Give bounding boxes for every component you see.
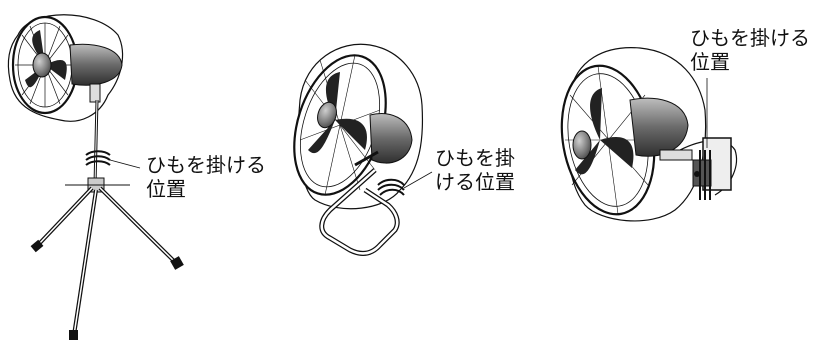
wall-fan-tie-label: ひもを掛ける 位置 [690, 26, 810, 74]
wall-fan [560, 47, 737, 222]
stand-fan-motor [69, 43, 123, 86]
stand-fan-hub [32, 52, 52, 78]
floor-fan [293, 43, 433, 256]
stand-fan-tie-label-line1: ひもを掛ける [146, 153, 266, 177]
stand-fan-tripod-legs [36, 186, 177, 336]
wall-fan-tie-point [699, 150, 711, 200]
wall-fan-tie-label-line1: ひもを掛ける [690, 26, 810, 50]
floor-fan-tie-point [377, 178, 405, 196]
stand-fan-tie-label-line2: 位置 [146, 177, 186, 201]
stand-fan [7, 14, 184, 340]
wall-fan-hub [572, 130, 592, 160]
floor-fan-hub [317, 101, 337, 129]
wall-fan-motor [629, 97, 689, 157]
floor-fan-tie-label-line2: ける位置 [435, 170, 515, 194]
stand-fan-cover-bag [7, 14, 124, 122]
floor-fan-blades [308, 72, 367, 154]
stand-fan-tie-label: ひもを掛ける 位置 [146, 153, 266, 201]
floor-fan-motor [369, 113, 413, 164]
floor-fan-tie-label-line1: ひもを掛 [435, 146, 515, 170]
stand-fan-tie-point [85, 150, 111, 166]
floor-fan-tie-label: ひもを掛 ける位置 [435, 146, 515, 194]
floor-fan-cover-bag [297, 43, 424, 210]
wall-fan-tie-label-line2: 位置 [690, 50, 730, 74]
